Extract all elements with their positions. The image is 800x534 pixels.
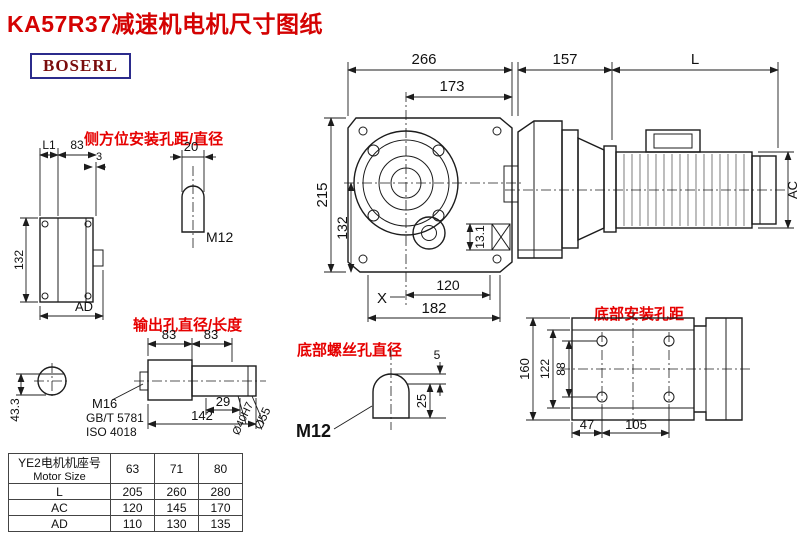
front-view (344, 92, 522, 308)
table-cell: 205 (110, 483, 155, 500)
motor-size-table: YE2电机机座号 Motor Size 63 71 80 L 205 260 2… (8, 453, 243, 532)
label-iso-standard: ISO 4018 (86, 425, 137, 439)
brand-logo: BOSERL (30, 53, 131, 79)
table-row-label: L (8, 483, 111, 500)
motor-flange (603, 145, 617, 233)
dim-122: 122 (538, 359, 552, 379)
dim-266: 266 (411, 51, 436, 68)
dim-M12-side: M12 (206, 229, 233, 245)
dim-120: 120 (436, 277, 460, 293)
table-cell: 280 (198, 483, 243, 500)
annotation-output-shaft: 输出孔直径/长度 (133, 317, 243, 334)
flange-disc (561, 129, 579, 249)
terminal-box (645, 129, 701, 153)
page-title: KA57R37减速机电机尺寸图纸 (7, 11, 323, 37)
dim-AD: AD (75, 299, 93, 314)
dim-173: 173 (439, 78, 464, 95)
motor-side-dimensions: 157 L AC (517, 51, 800, 229)
table-header-cn: YE2电机机座号 (18, 456, 101, 470)
table-size-col: 80 (198, 453, 243, 484)
table-cell: 170 (198, 499, 243, 516)
table-row-label: AD (8, 515, 111, 532)
dim-5: 5 (434, 348, 441, 362)
table-row: L 205 260 280 (8, 483, 243, 500)
retaining-bolt (139, 371, 149, 391)
dim-83-left: 83 (70, 138, 84, 152)
dim-20: 20 (184, 139, 198, 154)
dim-157: 157 (552, 51, 577, 68)
table-cell: 145 (154, 499, 199, 516)
table-size-col: 63 (110, 453, 155, 484)
dim-142: 142 (191, 408, 213, 423)
dim-AC: AC (785, 181, 800, 199)
table-cell: 130 (154, 515, 199, 532)
dim-L1: L1 (42, 138, 56, 152)
dim-25: 25 (414, 394, 429, 408)
dim-x-mark: X (377, 290, 387, 307)
table-header-motor-size: YE2电机机座号 Motor Size (8, 453, 111, 484)
table-row: AD 110 130 135 (8, 515, 243, 532)
motor-side-view (503, 120, 786, 259)
dim-43-3: 43.3 (8, 398, 22, 422)
side-hole-plug (181, 185, 205, 233)
table-row: YE2电机机座号 Motor Size 63 71 80 (8, 453, 243, 484)
left-side-view (39, 217, 104, 303)
input-hub (503, 165, 519, 203)
left-side-dimensions: L1 83 3 132 AD (12, 138, 106, 320)
bottom-screw-detail: M12 5 25 (296, 348, 446, 441)
annotation-side-mount: 侧方位安装孔距/直径 (84, 131, 224, 148)
bottom-view-dimensions: 160 122 88 47 105 (517, 317, 670, 438)
annotation-bottom-screw: 底部螺丝孔直径 (297, 342, 403, 359)
adapter (577, 136, 605, 242)
dim-83-b: 83 (204, 327, 218, 342)
label-M16: M16 (92, 396, 117, 411)
dim-215: 215 (314, 182, 331, 207)
dim-47: 47 (580, 417, 594, 432)
dim-132-front: 132 (334, 216, 350, 240)
shaft-hub-section (147, 359, 193, 401)
label-gb-standard: GB/T 5781 (86, 411, 144, 425)
dim-M12-bottom: M12 (296, 421, 331, 441)
shaft-hub (92, 249, 104, 267)
bottom-view (560, 310, 750, 428)
dim-132-left: 132 (12, 250, 26, 270)
dim-182: 182 (421, 300, 446, 317)
table-size-col: 71 (154, 453, 199, 484)
dim-3: 3 (96, 151, 102, 163)
side-hole-detail: 20 M12 (170, 139, 233, 250)
dim-160: 160 (517, 358, 532, 380)
dim-L: L (691, 51, 699, 68)
table-cell: 120 (110, 499, 155, 516)
lower-bore-circle (412, 216, 446, 250)
table-cell: 135 (198, 515, 243, 532)
front-view-dimensions: 266 173 215 132 120 182 X 13.1 (314, 51, 513, 322)
bottom-flange (694, 317, 743, 421)
dim-29: 29 (216, 394, 230, 409)
output-shaft-detail: 43.3 83 83 M16 GB/T 5781 ISO 4018 29 142… (8, 327, 274, 439)
dim-hub-55: Ø55 (251, 405, 273, 432)
table-cell: 260 (154, 483, 199, 500)
dim-13-1: 13.1 (473, 225, 487, 249)
dim-105: 105 (625, 417, 647, 432)
dim-88: 88 (554, 362, 568, 376)
shaft-body (191, 365, 257, 397)
dim-bore-40H7: Ø40H7 (230, 400, 256, 437)
table-cell: 110 (110, 515, 155, 532)
annotation-bottom-mount: 底部安装孔距 (594, 306, 685, 323)
table-row-label: AC (8, 499, 111, 516)
table-header-en: Motor Size (33, 471, 86, 483)
table-row: AC 120 145 170 (8, 499, 243, 516)
dim-83-a: 83 (162, 327, 176, 342)
